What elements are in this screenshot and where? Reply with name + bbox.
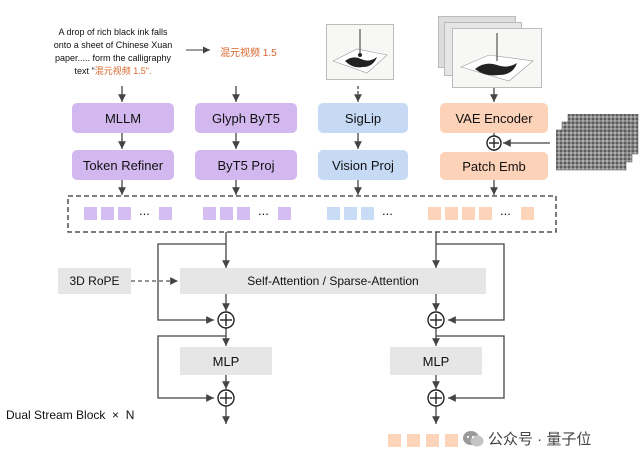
token-strip-border xyxy=(67,195,557,233)
text-token-1 xyxy=(84,207,97,220)
glyph-token-2 xyxy=(220,207,233,220)
mllm-box: MLLM xyxy=(72,103,174,133)
output-token-4 xyxy=(445,434,458,447)
watermark: 公众号 · 量子位 xyxy=(462,428,591,449)
glyph-token-1 xyxy=(203,207,216,220)
prompt-line-4-prefix: text " xyxy=(74,66,95,76)
dual-stream-block-label: Dual Stream Block × N xyxy=(6,408,135,422)
watermark-text: 公众号 · 量子位 xyxy=(488,431,592,448)
text-token-3 xyxy=(118,207,131,220)
prompt-line-2: onto a sheet of Chinese Xuan xyxy=(53,40,173,50)
add-node-left-2 xyxy=(217,389,235,407)
wire-left-residual-2 xyxy=(157,335,226,402)
video-token-ellipsis: ... xyxy=(500,203,511,218)
video-token-4 xyxy=(479,207,492,220)
text-prompt-card: A drop of rich black ink falls onto a sh… xyxy=(40,22,186,82)
output-token-3 xyxy=(426,434,439,447)
add-node-right-1 xyxy=(427,311,445,329)
noise-stack-icon xyxy=(555,113,639,171)
prompt-line-4: text "混元视频 1.5". xyxy=(42,65,184,78)
add-node-right-2 xyxy=(427,389,445,407)
prompt-line-4-suffix: ". xyxy=(145,66,152,76)
vae-encoder-box: VAE Encoder xyxy=(440,103,548,133)
mlp-box-right: MLP xyxy=(390,347,482,375)
text-token-last xyxy=(159,207,172,220)
add-node-left-1 xyxy=(217,311,235,329)
glyph-byt5-box: Glyph ByT5 xyxy=(195,103,297,133)
text-token-2 xyxy=(101,207,114,220)
vision-token-2 xyxy=(344,207,357,220)
output-token-1 xyxy=(388,434,401,447)
glyph-text-label: 混元视频 1.5 xyxy=(220,48,277,59)
siglip-box: SigLip xyxy=(318,103,408,133)
video-frame-1 xyxy=(452,28,542,88)
add-node-noise xyxy=(486,135,502,151)
ink-drop-icon xyxy=(332,29,388,74)
prompt-line-4-highlight: 混元视频 1.5 xyxy=(94,66,146,76)
ink-drop-frame-icon xyxy=(460,33,534,82)
video-token-2 xyxy=(445,207,458,220)
mlp-box-left: MLP xyxy=(180,347,272,375)
vision-token-ellipsis: ... xyxy=(382,203,393,218)
video-token-1 xyxy=(428,207,441,220)
noise-input xyxy=(555,113,640,174)
vision-token-3 xyxy=(361,207,374,220)
wire-left-residual-1 xyxy=(157,243,226,324)
text-token-ellipsis: ... xyxy=(139,203,150,218)
attention-box: Self-Attention / Sparse-Attention xyxy=(180,268,486,294)
reference-image xyxy=(326,24,394,80)
glyph-token-3 xyxy=(237,207,250,220)
rope-box: 3D RoPE xyxy=(58,268,131,294)
patch-emb-box: Patch Emb xyxy=(440,152,548,180)
prompt-line-3: paper..... form the calligraphy xyxy=(54,53,172,63)
wire-right-residual-1 xyxy=(436,243,505,324)
vision-proj-box: Vision Proj xyxy=(318,150,408,180)
token-refiner-box: Token Refiner xyxy=(72,150,174,180)
prompt-line-1: A drop of rich black ink falls xyxy=(58,27,168,37)
wire-right-residual-2 xyxy=(436,335,505,402)
output-token-2 xyxy=(407,434,420,447)
wechat-icon xyxy=(463,430,484,446)
vision-token-1 xyxy=(327,207,340,220)
video-token-last xyxy=(521,207,534,220)
video-token-3 xyxy=(462,207,475,220)
glyph-token-ellipsis: ... xyxy=(258,203,269,218)
byt5-proj-box: ByT5 Proj xyxy=(195,150,297,180)
glyph-token-last xyxy=(278,207,291,220)
